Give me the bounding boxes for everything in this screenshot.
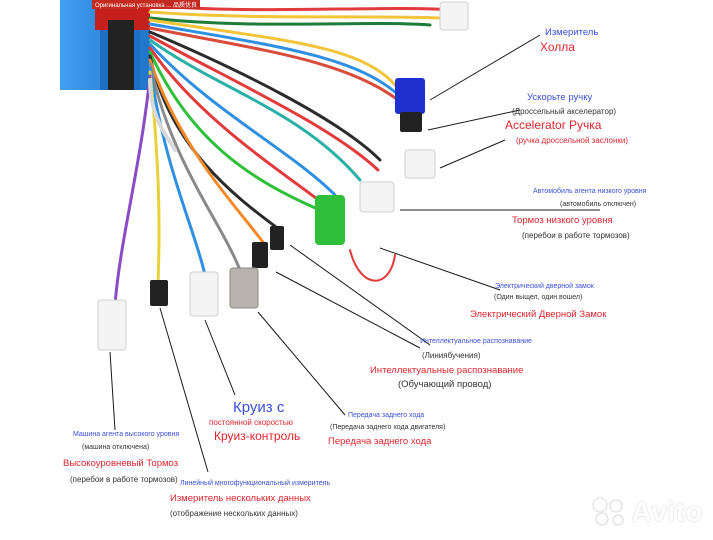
avito-text: Avito	[631, 496, 703, 527]
throttle-main: Accelerator Ручка	[505, 118, 602, 132]
leader-lines	[109, 34, 600, 473]
multi-sub: (отображение нескольких данных)	[170, 509, 298, 518]
controller-box	[60, 0, 150, 90]
controller-banner: Оригинальная установка ... 品质优良	[92, 0, 200, 9]
lowbrake-tiny: Автомобиль агента низкого уровня	[533, 188, 647, 195]
learn-sub: (Обучающий провод)	[398, 379, 492, 390]
highbrake-main: Высокоуровневый Тормоз	[63, 458, 179, 469]
highbrake-sub: (перебои в работе тормозов)	[70, 475, 178, 484]
door-main: Электрический Дверной Замок	[470, 309, 607, 320]
reverse-tiny: Передача заднего хода	[348, 412, 425, 419]
cruise-main: Круиз-контроль	[214, 429, 301, 443]
reverse-main: Передача заднего хода	[328, 436, 432, 447]
lowbrake-paren: (автомобиль отключен)	[560, 201, 637, 208]
throttle-label: Ускорьте ручку	[527, 92, 593, 103]
cruise-mid: постоянной скоростью	[209, 418, 293, 427]
cruise-big: Круиз с	[233, 399, 285, 416]
multi-tiny: Линейный многофункциональный измеритель	[180, 480, 331, 487]
multi-main: Измеритель нескольких данных	[170, 493, 311, 504]
avito-watermark: Avito	[592, 496, 703, 528]
learn-tiny: Интеллектуальное распознавание	[420, 338, 532, 345]
throttle-sub: (ручка дроссельной заслонки)	[516, 136, 629, 145]
wires	[113, 3, 457, 307]
learn-paren: (Линиябучения)	[422, 351, 481, 360]
lowbrake-main: Тормоз низкого уровня	[512, 215, 613, 226]
learn-main: Интеллектуальные распознавание	[370, 365, 524, 376]
highbrake-tiny: Машина агента высокого уровня	[73, 431, 180, 438]
lowbrake-sub: (перебои в работе тормозов)	[522, 231, 630, 240]
connectors	[97, 1, 469, 351]
door-tiny: Электрический дверной замок	[495, 283, 594, 290]
door-paren: (Один выщел, один вошел)	[494, 294, 583, 301]
hall-label-big: Холла	[540, 40, 575, 54]
highbrake-paren: (машина отключена)	[82, 444, 150, 451]
hall-label-small: Измеритель	[545, 27, 599, 38]
reverse-paren: (Передача заднего хода двигателя)	[330, 424, 446, 431]
throttle-paren: (Дроссельный акселератор)	[512, 107, 617, 116]
avito-logo-icon	[592, 497, 624, 526]
